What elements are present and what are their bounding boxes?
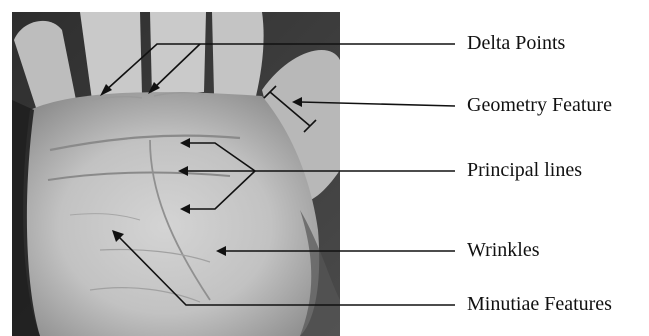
label-minutiae-features: Minutiae Features xyxy=(467,293,612,315)
finger-index xyxy=(212,12,264,96)
label-wrinkles: Wrinkles xyxy=(467,239,540,261)
palm-image xyxy=(12,12,340,336)
annotation-labels: Delta Points Geometry Feature Principal … xyxy=(467,32,612,315)
label-geometry-feature: Geometry Feature xyxy=(467,94,612,116)
label-delta-points: Delta Points xyxy=(467,32,566,54)
label-principal-lines: Principal lines xyxy=(467,159,582,181)
palm-body xyxy=(23,92,319,336)
